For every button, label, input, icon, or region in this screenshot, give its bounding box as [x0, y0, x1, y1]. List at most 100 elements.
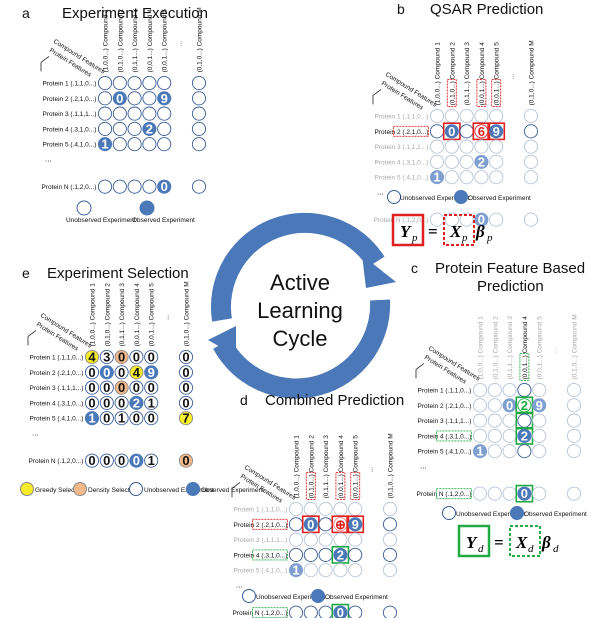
legend-unobserved-text: Unobserved Experiment [256, 594, 326, 601]
protein-label: Protein 1 (.1,1,0...) [43, 81, 97, 88]
eq-c-beta: β [541, 533, 551, 552]
legend-unobserved-icon [442, 506, 456, 520]
matrix-cell [472, 428, 488, 443]
cell-value: 2 [337, 547, 344, 562]
matrix-cell [318, 501, 333, 517]
compound-header: Compound 1 [435, 42, 442, 80]
legend-observed-icon [139, 200, 155, 216]
observed-experiment-cell [517, 428, 532, 443]
protein-label: Protein 2 (.2,1,0...) [234, 522, 288, 529]
matrix-cell [474, 154, 489, 169]
protein-feature-box [435, 430, 472, 442]
compound-feature: (0,1,0...) [308, 474, 315, 498]
compound-feature: (0,0,1...) [494, 81, 501, 105]
matrix-cell [97, 121, 113, 136]
protein-label: Protein 3 (.1,1,1...) [375, 144, 429, 151]
matrix-cell [429, 170, 445, 185]
eq-c-rhs-box [509, 525, 541, 557]
matrix-cell [114, 349, 129, 365]
matrix-cell [348, 563, 363, 578]
eq-b-beta-sub: p [486, 232, 493, 244]
compound-feature: (0,1,1...) [132, 48, 139, 72]
compound-header: Compound 4 [338, 435, 345, 473]
matrix-cell [487, 382, 502, 398]
compound-feature: (0,1,0...) [183, 322, 190, 346]
legend-greedy-text: Greedy Selection [35, 487, 85, 494]
protein-label: Protein 3 (.1,1,1...) [30, 385, 84, 392]
matrix-cell [348, 532, 363, 547]
matrix-cell [523, 154, 539, 169]
compound-header: Compound 3 [507, 316, 514, 354]
matrix-cell [566, 382, 582, 398]
legend-unobserved-text: Unobserved Experiment [456, 511, 526, 518]
compound-header: Compound 3 [119, 283, 126, 321]
matrix-cell [444, 108, 459, 124]
panel-a-letter: a [22, 5, 30, 21]
matrix-cell [157, 75, 172, 91]
matrix-cell [523, 139, 539, 154]
matrix-cell [112, 75, 127, 91]
compound-header: Compound 3 [464, 42, 471, 80]
cycle-label-line2: Learning [257, 298, 343, 323]
compound-feature: (1,0,0...) [103, 48, 110, 72]
cell-value: 0 [182, 453, 189, 468]
matrix-cell [303, 605, 318, 618]
observed-experiment-cell [157, 91, 172, 106]
cell-value: 0 [182, 380, 189, 395]
matrix-cell [84, 365, 100, 380]
matrix-cell [114, 395, 129, 410]
matrix-cell [114, 380, 129, 395]
protein-label: Protein 1 (.1,1,0...) [30, 355, 84, 362]
matrix-cell [84, 395, 100, 410]
cell-value: 0 [133, 380, 140, 395]
cell-value: 2 [133, 395, 140, 410]
compound-feature-box [350, 471, 361, 500]
compound-header: ... [164, 315, 171, 321]
cell-value: 0 [161, 179, 168, 194]
cell-value: 0 [478, 212, 485, 227]
panel-d-title: Combined Prediction [265, 392, 404, 409]
matrix-cell [127, 137, 142, 152]
cell-value: 0 [148, 411, 155, 426]
matrix-cell [502, 428, 517, 443]
matrix-cell [566, 413, 582, 428]
cell-value: 9 [352, 517, 359, 532]
matrix-cell [566, 486, 582, 501]
matrix-cell [474, 108, 489, 124]
protein-label: Protein 5 (.4,1,0...) [234, 568, 288, 575]
matrix-cell [348, 547, 363, 562]
cell-value: 9 [536, 398, 543, 413]
matrix-cell [84, 380, 100, 395]
compound-feature-box [491, 78, 502, 107]
cell-value: 1 [101, 137, 108, 152]
matrix-cell [517, 444, 532, 459]
cell-value: 0 [521, 486, 528, 501]
observed-experiment-cell [333, 605, 348, 618]
panel-c-equation: Y d = X d β d [457, 524, 559, 558]
compound-header: Compound 5 [162, 9, 169, 47]
panel-b-letter: b [397, 1, 405, 17]
protein-label: Protein 1 (.1,1,0...) [375, 114, 429, 121]
compound-header: Compound 4 [134, 283, 141, 321]
eq-c-lhs: Y [466, 533, 478, 552]
matrix-cell [129, 411, 144, 426]
protein-label: Protein 1 (.1,1,0...) [234, 507, 288, 514]
matrix-cell [142, 106, 157, 121]
matrix-cell [191, 106, 207, 121]
eq-c-rhs: X [515, 533, 528, 552]
matrix-cell [382, 532, 398, 547]
matrix-cell [523, 108, 539, 124]
cell-value: ⊕ [335, 517, 346, 532]
cell-value: 0 [182, 365, 189, 380]
matrix-cell [178, 395, 194, 410]
matrix-cell [523, 212, 539, 227]
compound-header: Compound 5 [537, 316, 544, 354]
matrix-cell [303, 547, 318, 562]
protein-label: Protein 4 (.3,1,0...) [234, 552, 288, 559]
observed-experiment-cell [129, 395, 144, 410]
protein-label: Protein N (.1,2,0...) [232, 610, 287, 617]
compound-header: ... [509, 74, 516, 80]
protein-feature-box [251, 607, 288, 618]
matrix-cell [566, 444, 582, 459]
